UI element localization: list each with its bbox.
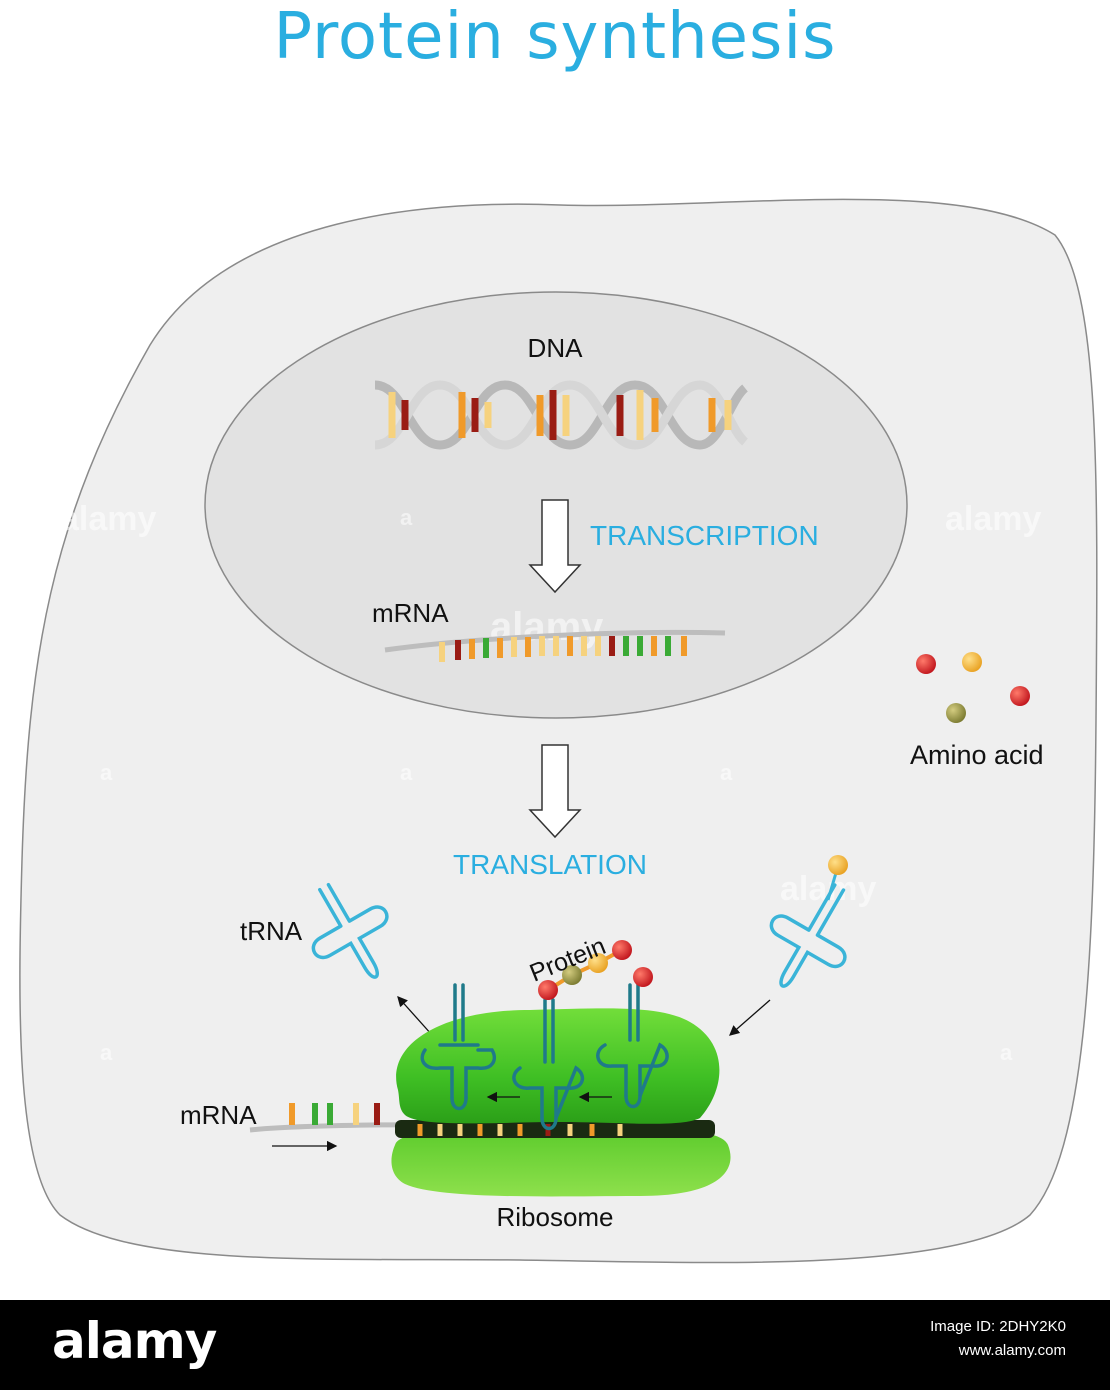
- protein-synthesis-diagram: alamy alamy alamy alamy a a a a a a DNA: [19, 198, 1098, 1264]
- svg-text:alamy: alamy: [490, 605, 604, 649]
- svg-text:a: a: [1000, 1040, 1013, 1065]
- svg-text:alamy: alamy: [780, 870, 876, 908]
- footer-bar: alamy Image ID: 2DHY2K0 www.alamy.com: [0, 1300, 1110, 1390]
- svg-text:alamy: alamy: [945, 500, 1041, 538]
- ribosome-bound-trnas: [420, 983, 669, 1131]
- dna-label: DNA: [528, 333, 584, 363]
- svg-text:a: a: [400, 760, 413, 785]
- footer-url: www.alamy.com: [958, 1342, 1066, 1359]
- diagram-title: Protein synthesis: [273, 0, 837, 74]
- amino-acid-incoming: [828, 855, 848, 875]
- translation-arrow: [528, 744, 582, 839]
- ribosome-small-subunit: [391, 1128, 731, 1197]
- ribosome-label: Ribosome: [496, 1202, 613, 1232]
- ribosome-large-subunit: [396, 1008, 720, 1124]
- transcription-arrow: [528, 499, 582, 594]
- footer-image-id: Image ID: 2DHY2K0: [930, 1318, 1066, 1335]
- protein-chain: [538, 940, 653, 1000]
- footer-logo: alamy: [52, 1312, 217, 1370]
- trna-right: [769, 883, 847, 988]
- free-amino-acids: [916, 652, 1030, 723]
- svg-text:alamy: alamy: [60, 500, 156, 538]
- amino-acid-label: Amino acid: [910, 740, 1044, 770]
- trna-left: [311, 882, 389, 979]
- svg-text:a: a: [100, 1040, 113, 1065]
- trna-exit-arrow: [397, 996, 433, 1036]
- dna-helix: [374, 380, 749, 450]
- mrna-strand-nucleus: [384, 629, 726, 662]
- svg-text:a: a: [100, 760, 113, 785]
- watermarks: alamy alamy alamy alamy a a a a a a: [60, 500, 1041, 1065]
- mrna-nucleus-label: mRNA: [372, 598, 449, 628]
- transcription-label: TRANSCRIPTION: [590, 520, 819, 551]
- translation-label: TRANSLATION: [453, 849, 647, 880]
- mrna-ribosome-label: mRNA: [180, 1100, 257, 1130]
- svg-text:a: a: [720, 760, 733, 785]
- svg-text:a: a: [400, 505, 413, 530]
- trna-label: tRNA: [240, 916, 303, 946]
- trna-entry-arrow: [729, 999, 771, 1036]
